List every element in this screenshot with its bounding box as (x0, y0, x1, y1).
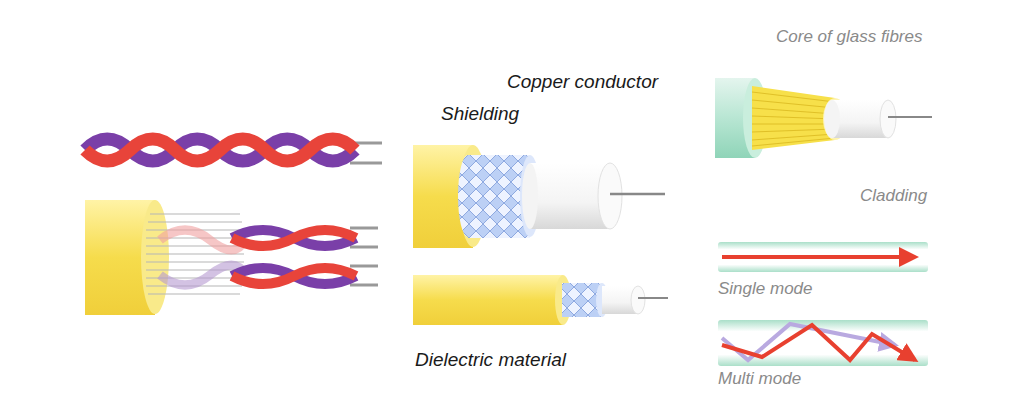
single-mode-fibre (718, 242, 928, 272)
fibre-cable (715, 78, 932, 158)
part-label: Multi mode (718, 369, 801, 389)
part-label: Single mode (718, 279, 813, 299)
part-label: Copper conductor (507, 71, 658, 93)
coaxial-cable (413, 145, 665, 248)
part-label: Core of glass fibres (776, 27, 922, 47)
multi-mode-fibre (718, 320, 928, 366)
multi-pair-cable (85, 200, 378, 315)
part-label: Cladding (860, 186, 927, 206)
twisted-pair (85, 139, 382, 163)
part-label: Dielectric material (415, 349, 566, 371)
part-label: Shielding (441, 103, 519, 125)
thin-coaxial-cable (413, 275, 668, 325)
